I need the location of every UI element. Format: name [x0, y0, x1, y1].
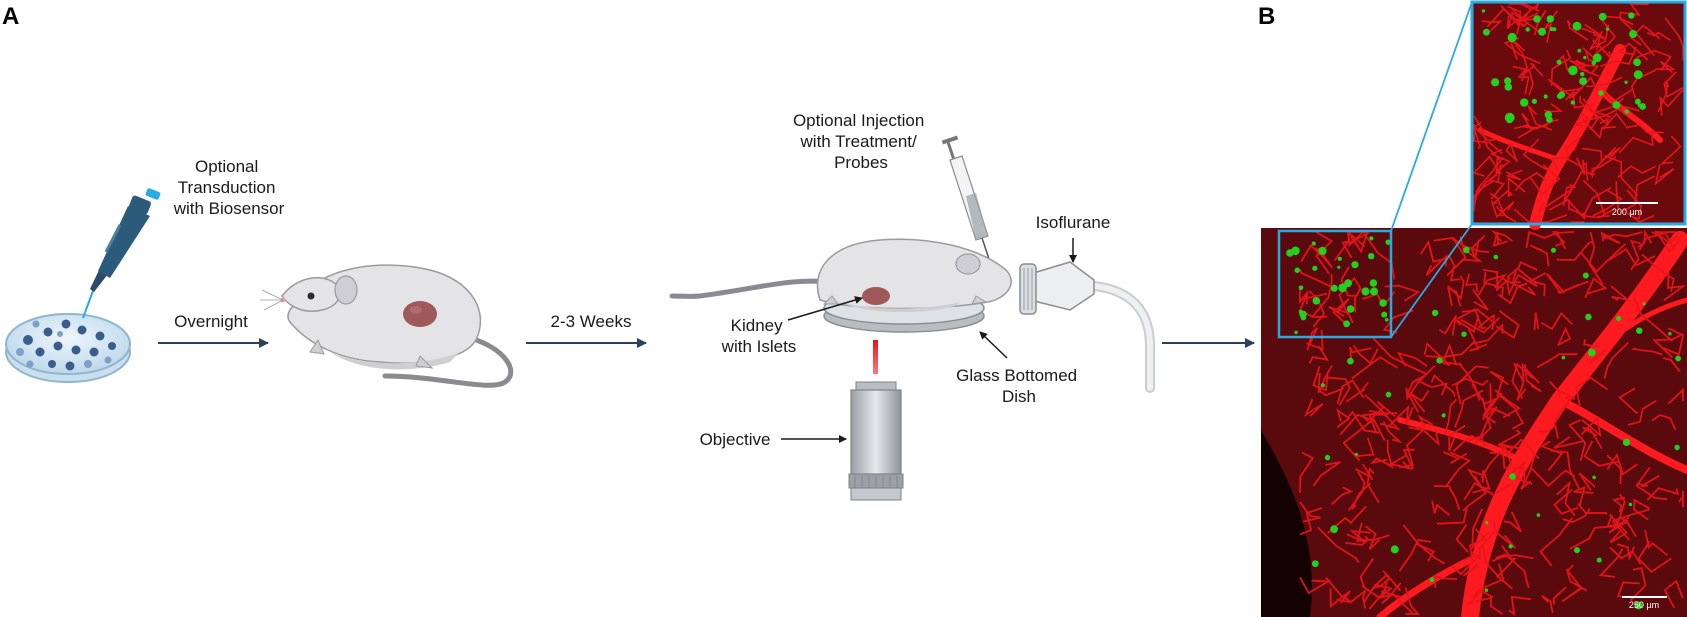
- transduction-label: Optional Transduction with Biosensor: [173, 157, 285, 218]
- laser-beam: [873, 340, 878, 374]
- pointer-arrow: [979, 331, 1008, 359]
- nose-cone-icon: [1019, 261, 1155, 393]
- panel-label-b: B: [1258, 3, 1275, 30]
- pipette-icon: [82, 188, 161, 319]
- kidney-label: Kidney with Islets: [721, 316, 797, 356]
- injection-label: Optional Injection with Treatment/ Probe…: [793, 111, 929, 172]
- zoom-region-box: [1277, 229, 1393, 339]
- scale-bar-label: 200 µm: [1612, 207, 1642, 217]
- scale-bar-label: 250 µm: [1629, 600, 1659, 610]
- zoom-connector: [1390, 223, 1473, 338]
- zoom-connector: [1390, 1, 1473, 232]
- weeks-label: 2-3 Weeks: [551, 312, 632, 331]
- inset-microscopy-image: 200 µm: [1470, 0, 1687, 230]
- dish-label: Glass Bottomed Dish: [956, 366, 1082, 406]
- petri-dish-icon: [5, 313, 131, 383]
- objective-label: Objective: [700, 430, 771, 449]
- isoflurane-label: Isoflurane: [1036, 213, 1111, 232]
- panel-label-a: A: [2, 3, 19, 30]
- mouse-icon: [260, 264, 514, 388]
- microscopy-image: 250 µm: [1261, 228, 1687, 617]
- objective-icon: [848, 381, 904, 501]
- overnight-label: Overnight: [174, 312, 248, 331]
- syringe-icon: [941, 135, 991, 263]
- pointer-arrow: [787, 296, 863, 321]
- mouse-icon: [669, 238, 1012, 313]
